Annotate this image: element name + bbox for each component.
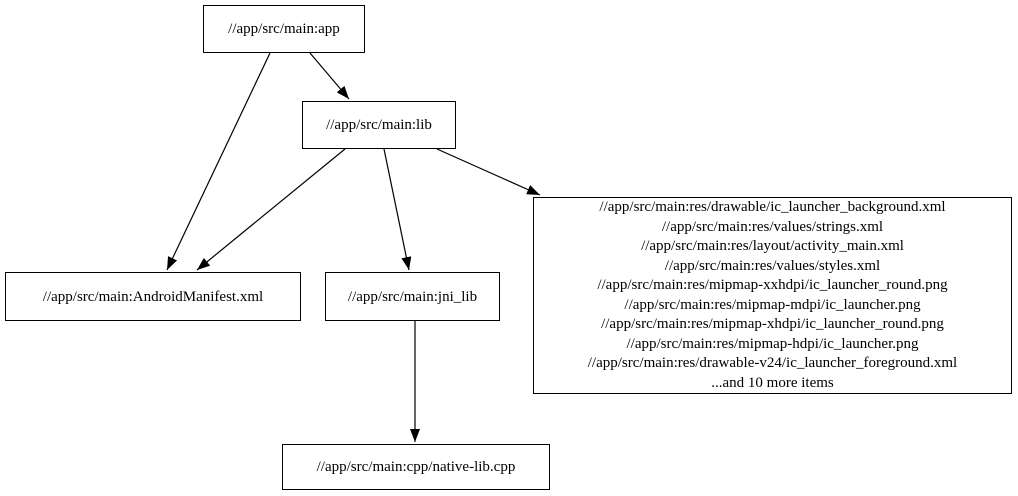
res-item: //app/src/main:res/mipmap-mdpi/ic_launch… (624, 296, 921, 313)
edge-lib-to-res-group (436, 148, 541, 196)
edge-lib-to-jni-lib (383, 148, 412, 271)
node-jni-lib: //app/src/main:jni_lib (325, 272, 500, 321)
edge-app-to-lib (309, 52, 350, 100)
res-item: //app/src/main:res/mipmap-xhdpi/ic_launc… (601, 316, 944, 332)
edge-app-to-manifest (166, 52, 271, 271)
res-item: //app/src/main:res/values/styles.xml (664, 257, 881, 274)
res-item: //app/src/main:res/values/strings.xml (661, 218, 884, 235)
res-item: //app/src/main:res/mipmap-hdpi/ic_launch… (626, 335, 919, 352)
res-item: //app/src/main:res/drawable/ic_launcher_… (599, 199, 946, 215)
res-item: //app/src/main:res/layout/activity_main.… (641, 238, 904, 254)
node-app: //app/src/main:app (203, 5, 365, 53)
node-android-manifest: //app/src/main:AndroidManifest.xml (5, 272, 301, 321)
node-res-group: //app/src/main:res/drawable/ic_launcher_… (533, 197, 1012, 394)
node-lib: //app/src/main:lib (302, 101, 456, 149)
node-native-lib: //app/src/main:cpp/native-lib.cpp (282, 444, 550, 490)
res-group-more-label: ...and 10 more items (711, 374, 834, 391)
res-item: //app/src/main:res/mipmap-xxhdpi/ic_laun… (597, 277, 948, 293)
res-item: //app/src/main:res/drawable-v24/ic_launc… (587, 355, 958, 371)
edge-lib-to-manifest (196, 148, 346, 271)
